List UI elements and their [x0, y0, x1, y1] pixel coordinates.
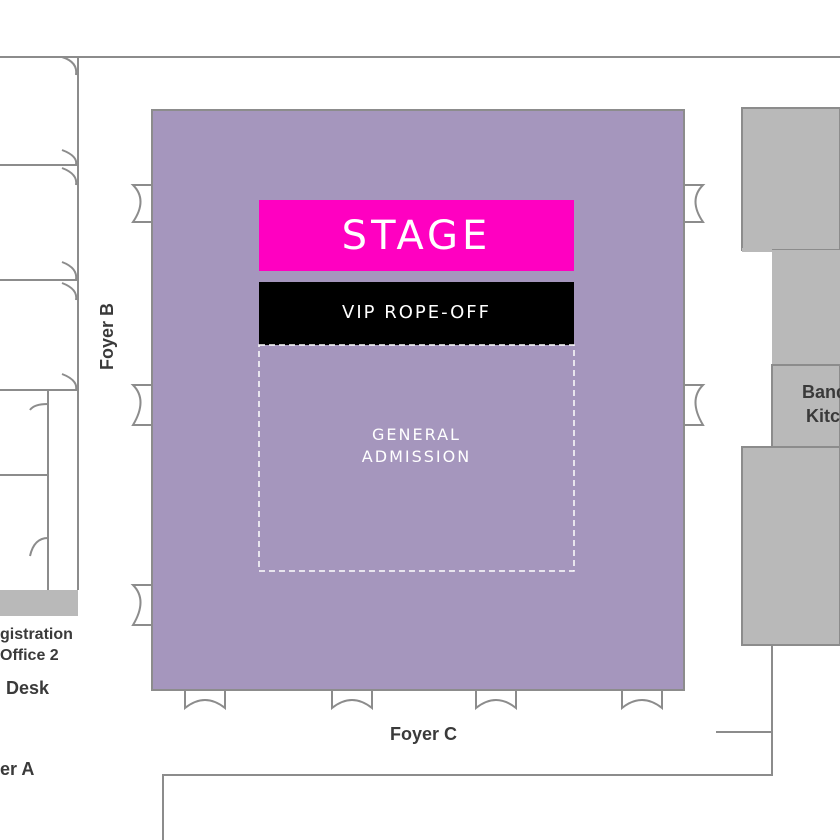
- main-hall: [130, 109, 706, 711]
- general-admission-label-line1: GENERAL: [372, 425, 461, 444]
- foyer-a-label: er A: [0, 759, 35, 779]
- vip-rope-off-label: VIP ROPE-OFF: [342, 302, 491, 323]
- foyer-c-label: Foyer C: [390, 724, 458, 744]
- banquet-kitchen-label-line1: Band: [802, 382, 840, 402]
- banquet-kitchen-block: [741, 107, 840, 646]
- foyer-b-label: Foyer B: [97, 302, 118, 371]
- stage-area: [259, 200, 574, 271]
- general-admission-label-line2: ADMISSION: [361, 447, 472, 466]
- vip-rope-off-area: [259, 282, 574, 345]
- registration-office-label-line2: Office 2: [0, 647, 59, 664]
- registration-office-wall: [0, 590, 78, 616]
- stage-label: STAGE: [341, 213, 492, 259]
- desk-label: Desk: [6, 678, 50, 698]
- left-offices: [0, 56, 78, 590]
- banquet-kitchen-label-line2: Kitc: [806, 406, 840, 426]
- registration-office-label-line1: gistration: [0, 626, 73, 643]
